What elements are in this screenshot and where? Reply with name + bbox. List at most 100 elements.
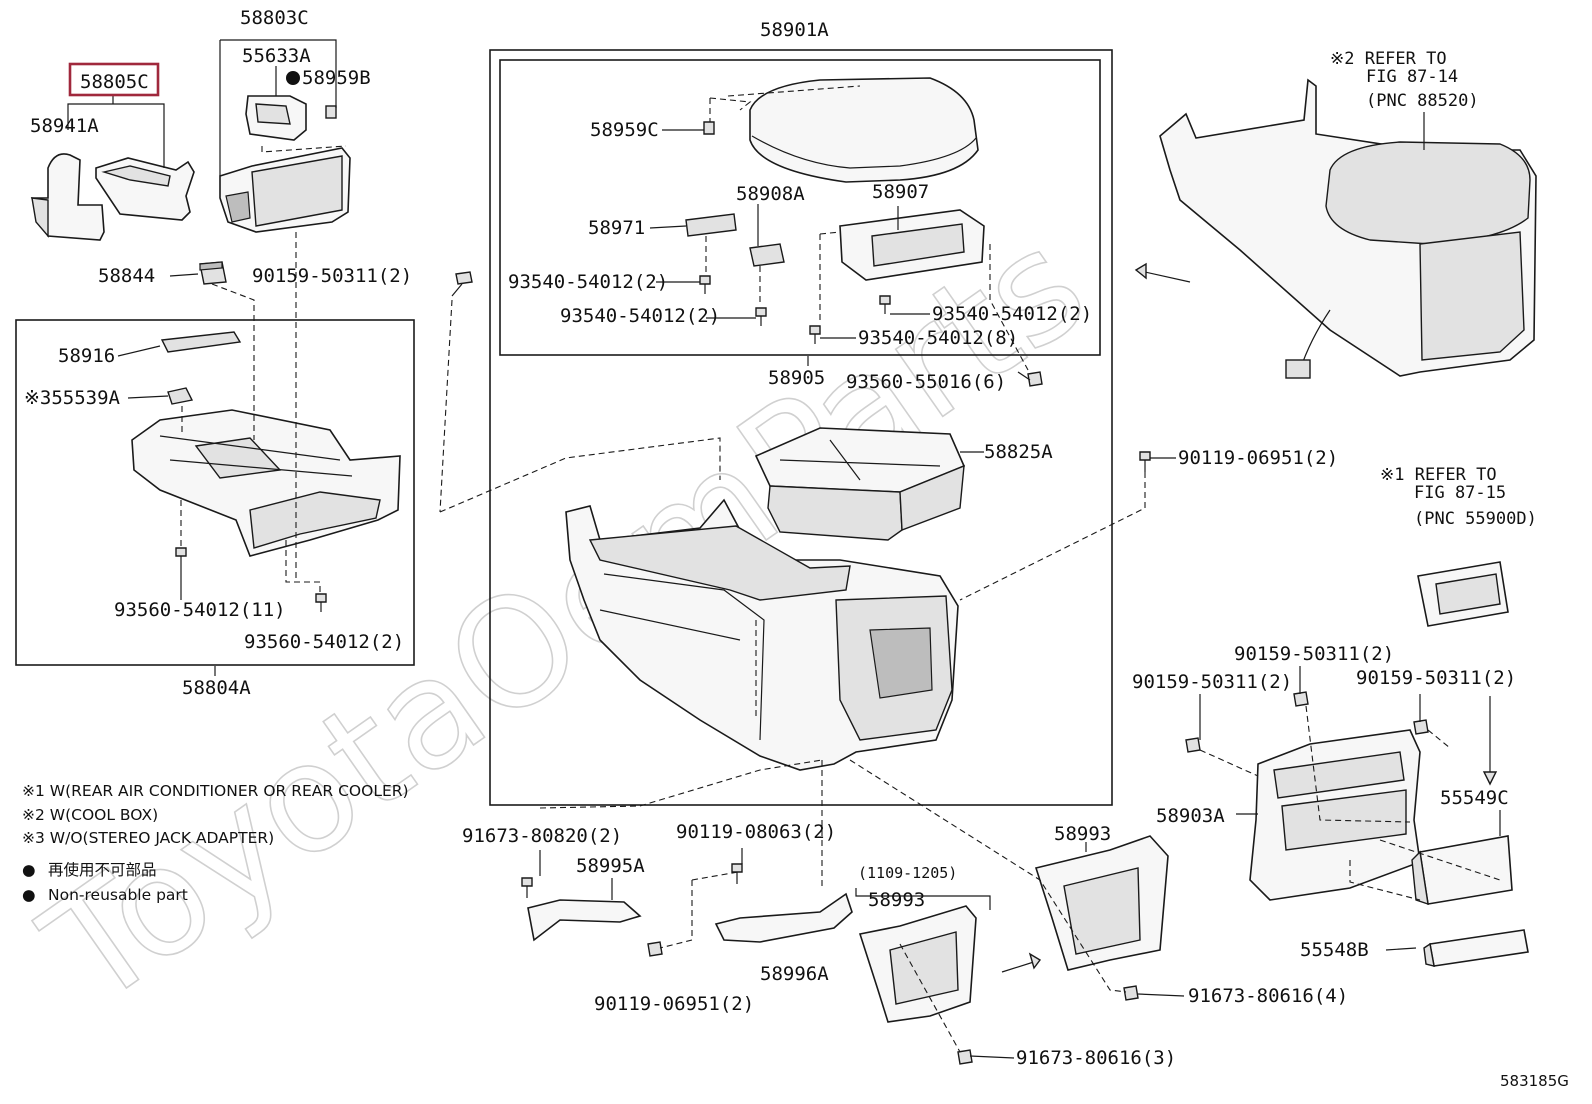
- legend-dot-jp: ●: [22, 861, 36, 879]
- part-58996a-drawing[interactable]: [714, 892, 853, 943]
- label-58803c[interactable]: 58803C: [240, 7, 309, 29]
- label-93560-55016-6[interactable]: 93560-55016(6): [846, 371, 1006, 393]
- label-58908a[interactable]: 58908A: [736, 183, 805, 205]
- part-58959b-drawing[interactable]: [325, 105, 337, 119]
- label-58959c[interactable]: 58959C: [590, 119, 659, 141]
- label-90159-50311-b[interactable]: 90159-50311(2): [1234, 643, 1394, 665]
- label-58959b[interactable]: 58959B: [302, 67, 371, 89]
- part-55548b-drawing[interactable]: [1423, 929, 1529, 967]
- part-55633a-drawing[interactable]: [245, 95, 307, 141]
- dashed-lines: [180, 85, 1501, 1053]
- label-58907[interactable]: 58907: [872, 181, 929, 203]
- part-58903a-drawing[interactable]: [1249, 729, 1421, 901]
- part-58993-lower-drawing[interactable]: [858, 905, 977, 1023]
- figure-code: 583185G: [1500, 1072, 1569, 1090]
- nonreusable-dot-58959b: [286, 71, 300, 85]
- screw-93560-54012-2[interactable]: [315, 593, 327, 612]
- part-55539a-drawing[interactable]: [167, 387, 194, 405]
- svg-text:(PNC 88520): (PNC 88520): [1366, 91, 1479, 111]
- label-55549c[interactable]: 55549C: [1440, 787, 1509, 809]
- notes: ※1 W(REAR AIR CONDITIONER OR REAR COOLER…: [22, 782, 409, 847]
- part-labels: 58805C 58803C 55633A 58959B 58941A 58844…: [24, 7, 1516, 1069]
- part-58844-drawing[interactable]: [199, 261, 227, 285]
- label-93540-54012-c[interactable]: 93540-54012(2): [932, 303, 1092, 325]
- screw-93560-55016[interactable]: [1017, 371, 1043, 387]
- svg-text:(PNC 55900D): (PNC 55900D): [1414, 509, 1537, 529]
- part-58907-drawing[interactable]: [839, 209, 985, 281]
- label-93560-54012-11[interactable]: 93560-54012(11): [114, 599, 286, 621]
- svg-text:FIG 87-14: FIG 87-14: [1366, 67, 1458, 87]
- part-58825a-drawing[interactable]: [754, 427, 966, 541]
- label-90159-50311-d[interactable]: 90159-50311(2): [1356, 667, 1516, 689]
- legend-text-jp: 再使用不可部品: [48, 861, 157, 879]
- label-91673-80616-4[interactable]: 91673-80616(4): [1188, 985, 1348, 1007]
- label-1109-1205: (1109-1205): [858, 864, 957, 882]
- label-58971[interactable]: 58971: [588, 217, 645, 239]
- note-3: ※3 W/O(STEREO JACK ADAPTER): [22, 829, 274, 847]
- label-90159-50311-a[interactable]: 90159-50311(2): [252, 265, 412, 287]
- label-58916[interactable]: 58916: [58, 345, 115, 367]
- label-58905[interactable]: 58905: [768, 367, 825, 389]
- label-58805c[interactable]: 58805C: [80, 71, 149, 93]
- label-93540-54012-a[interactable]: 93540-54012(2): [508, 271, 668, 293]
- label-55633a[interactable]: 55633A: [242, 45, 311, 67]
- leader-lines: [67, 39, 1501, 1059]
- label-58901a[interactable]: 58901A: [760, 19, 829, 41]
- legend-text-en: Non-reusable part: [48, 886, 188, 904]
- part-58959c-drawing[interactable]: [703, 121, 715, 135]
- part-58941a-drawing[interactable]: [30, 153, 105, 241]
- screw-90159-50311-top[interactable]: [451, 271, 473, 297]
- label-93540-54012-b[interactable]: 93540-54012(2): [560, 305, 720, 327]
- legend-dot-en: ●: [22, 886, 36, 904]
- box-58804a: [15, 319, 415, 666]
- reference-rear-ac: ※1 REFER TO FIG 87-15 (PNC 55900D): [1380, 465, 1537, 529]
- label-55539a[interactable]: ※355539A: [24, 387, 121, 409]
- ref-cool-box-assembly-drawing: [1159, 78, 1537, 379]
- part-58805c-drawing[interactable]: [95, 157, 195, 221]
- svg-text:※1 REFER TO: ※1 REFER TO: [1380, 465, 1497, 485]
- label-58993-lower[interactable]: 58993: [868, 889, 925, 911]
- part-58995a-drawing[interactable]: [527, 899, 642, 942]
- label-55548b[interactable]: 55548B: [1300, 939, 1369, 961]
- highlight-58805c: [68, 62, 160, 97]
- label-58804a[interactable]: 58804A: [182, 677, 251, 699]
- label-58903a[interactable]: 58903A: [1156, 805, 1225, 827]
- legend: ● 再使用不可部品 ● Non-reusable part: [22, 861, 188, 904]
- part-58901a-drawing[interactable]: [565, 498, 959, 771]
- ref-rear-ac-control-drawing: [1417, 561, 1509, 627]
- box-58905: [499, 59, 1101, 356]
- label-58844[interactable]: 58844: [98, 265, 155, 287]
- note-2: ※2 W(COOL BOX): [22, 806, 158, 824]
- screw-93560-54012-11[interactable]: [175, 547, 187, 568]
- label-93560-54012-2[interactable]: 93560-54012(2): [244, 631, 404, 653]
- label-58996a[interactable]: 58996A: [760, 963, 829, 985]
- part-58916-drawing[interactable]: [160, 331, 242, 353]
- part-58905-drawing[interactable]: [749, 77, 979, 183]
- label-58993-upper[interactable]: 58993: [1054, 823, 1111, 845]
- label-58825a[interactable]: 58825A: [984, 441, 1053, 463]
- svg-text:※2 REFER TO: ※2 REFER TO: [1330, 49, 1447, 69]
- label-90119-06951-b[interactable]: 90119-06951(2): [594, 993, 754, 1015]
- part-58804a-drawing[interactable]: [131, 409, 401, 557]
- reference-cool-box: ※2 REFER TO FIG 87-14 (PNC 88520): [1330, 49, 1479, 111]
- part-58971-drawing[interactable]: [685, 213, 737, 237]
- note-1: ※1 W(REAR AIR CONDITIONER OR REAR COOLER…: [22, 782, 409, 800]
- bottom-screws[interactable]: [521, 451, 1429, 1065]
- screws-93540-54012[interactable]: [699, 275, 891, 344]
- box-58901a: [489, 49, 1113, 806]
- part-55549c-drawing[interactable]: [1411, 835, 1513, 906]
- label-90159-50311-c[interactable]: 90159-50311(2): [1132, 671, 1292, 693]
- svg-text:FIG 87-15: FIG 87-15: [1414, 483, 1506, 503]
- label-91673-80616-3[interactable]: 91673-80616(3): [1016, 1047, 1176, 1069]
- label-58941a[interactable]: 58941A: [30, 115, 99, 137]
- label-58995a[interactable]: 58995A: [576, 855, 645, 877]
- label-90119-06951-a[interactable]: 90119-06951(2): [1178, 447, 1338, 469]
- part-58993-upper-drawing[interactable]: [1034, 835, 1169, 971]
- label-91673-80820-2[interactable]: 91673-80820(2): [462, 825, 622, 847]
- label-93540-54012-8[interactable]: 93540-54012(8): [858, 327, 1018, 349]
- part-58908a-drawing[interactable]: [749, 243, 785, 267]
- part-58803c-drawing[interactable]: [219, 147, 351, 233]
- label-90119-08063-2[interactable]: 90119-08063(2): [676, 821, 836, 843]
